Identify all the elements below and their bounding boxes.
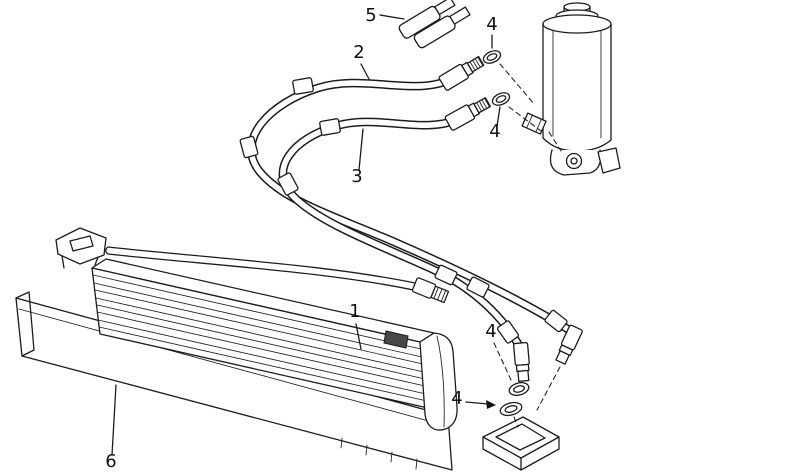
assembly-axis-lines (499, 63, 562, 428)
cooler-pipe-fitting (411, 277, 450, 304)
callout-label-3: 3 (351, 166, 362, 187)
leader-5 (379, 14, 405, 20)
o-ring-bottom-upper (508, 382, 530, 396)
oil-hose-upper (247, 75, 579, 338)
cooler-fins (92, 274, 428, 402)
oil-filter-housing (521, 2, 621, 176)
oil-hose-lower (278, 115, 526, 354)
hose-lower-end-fitting (513, 341, 530, 382)
o-ring-bottom-lower (499, 401, 523, 417)
leader-4b (496, 106, 501, 127)
callout-label-4b: 4 (489, 121, 500, 142)
cooler-end-tank-seam (436, 335, 445, 428)
callouts: 5 2 4 4 3 1 4 4 6 (105, 5, 512, 472)
hose-lower-threaded-fitting (444, 97, 491, 131)
o-ring-top-upper (482, 50, 502, 64)
oil-cooler (55, 227, 458, 431)
mounting-flange (482, 416, 560, 471)
hose-upper-threaded-fitting (438, 55, 485, 91)
panel-ticks (340, 437, 418, 470)
o-ring-top-lower (491, 92, 511, 106)
callout-label-4a: 4 (486, 14, 497, 35)
callout-label-6: 6 (105, 451, 116, 472)
panel-fold-line (18, 308, 448, 427)
leader-4c (493, 342, 512, 381)
panel-left-cap (15, 291, 35, 357)
cooler-bracket-slot (69, 235, 94, 252)
housing-bolt (565, 152, 583, 170)
cooler-return-pipe (105, 246, 421, 292)
double-union-connector (398, 0, 471, 49)
leader-6 (111, 384, 117, 456)
cooler-mount-pad (383, 330, 409, 349)
callout-label-2: 2 (353, 42, 364, 63)
hose-upper-end-fitting (555, 324, 583, 365)
leader-4d (465, 401, 489, 405)
cooler-bracket-legs (61, 255, 99, 269)
housing-body (542, 23, 612, 141)
leader-1 (355, 323, 362, 350)
cooler-bracket (55, 227, 107, 265)
cooler-end-tank (419, 332, 458, 431)
leader-4d-arrowhead (486, 400, 496, 409)
callout-label-5: 5 (365, 5, 376, 26)
callout-label-4d: 4 (451, 388, 462, 409)
callout-label-1: 1 (349, 301, 360, 322)
hose-crimp-collars (239, 77, 568, 344)
housing-flange (597, 147, 621, 174)
callout-label-4c: 4 (485, 321, 496, 342)
housing-top (542, 14, 612, 34)
leader-2 (360, 63, 370, 80)
leader-3 (358, 128, 364, 171)
